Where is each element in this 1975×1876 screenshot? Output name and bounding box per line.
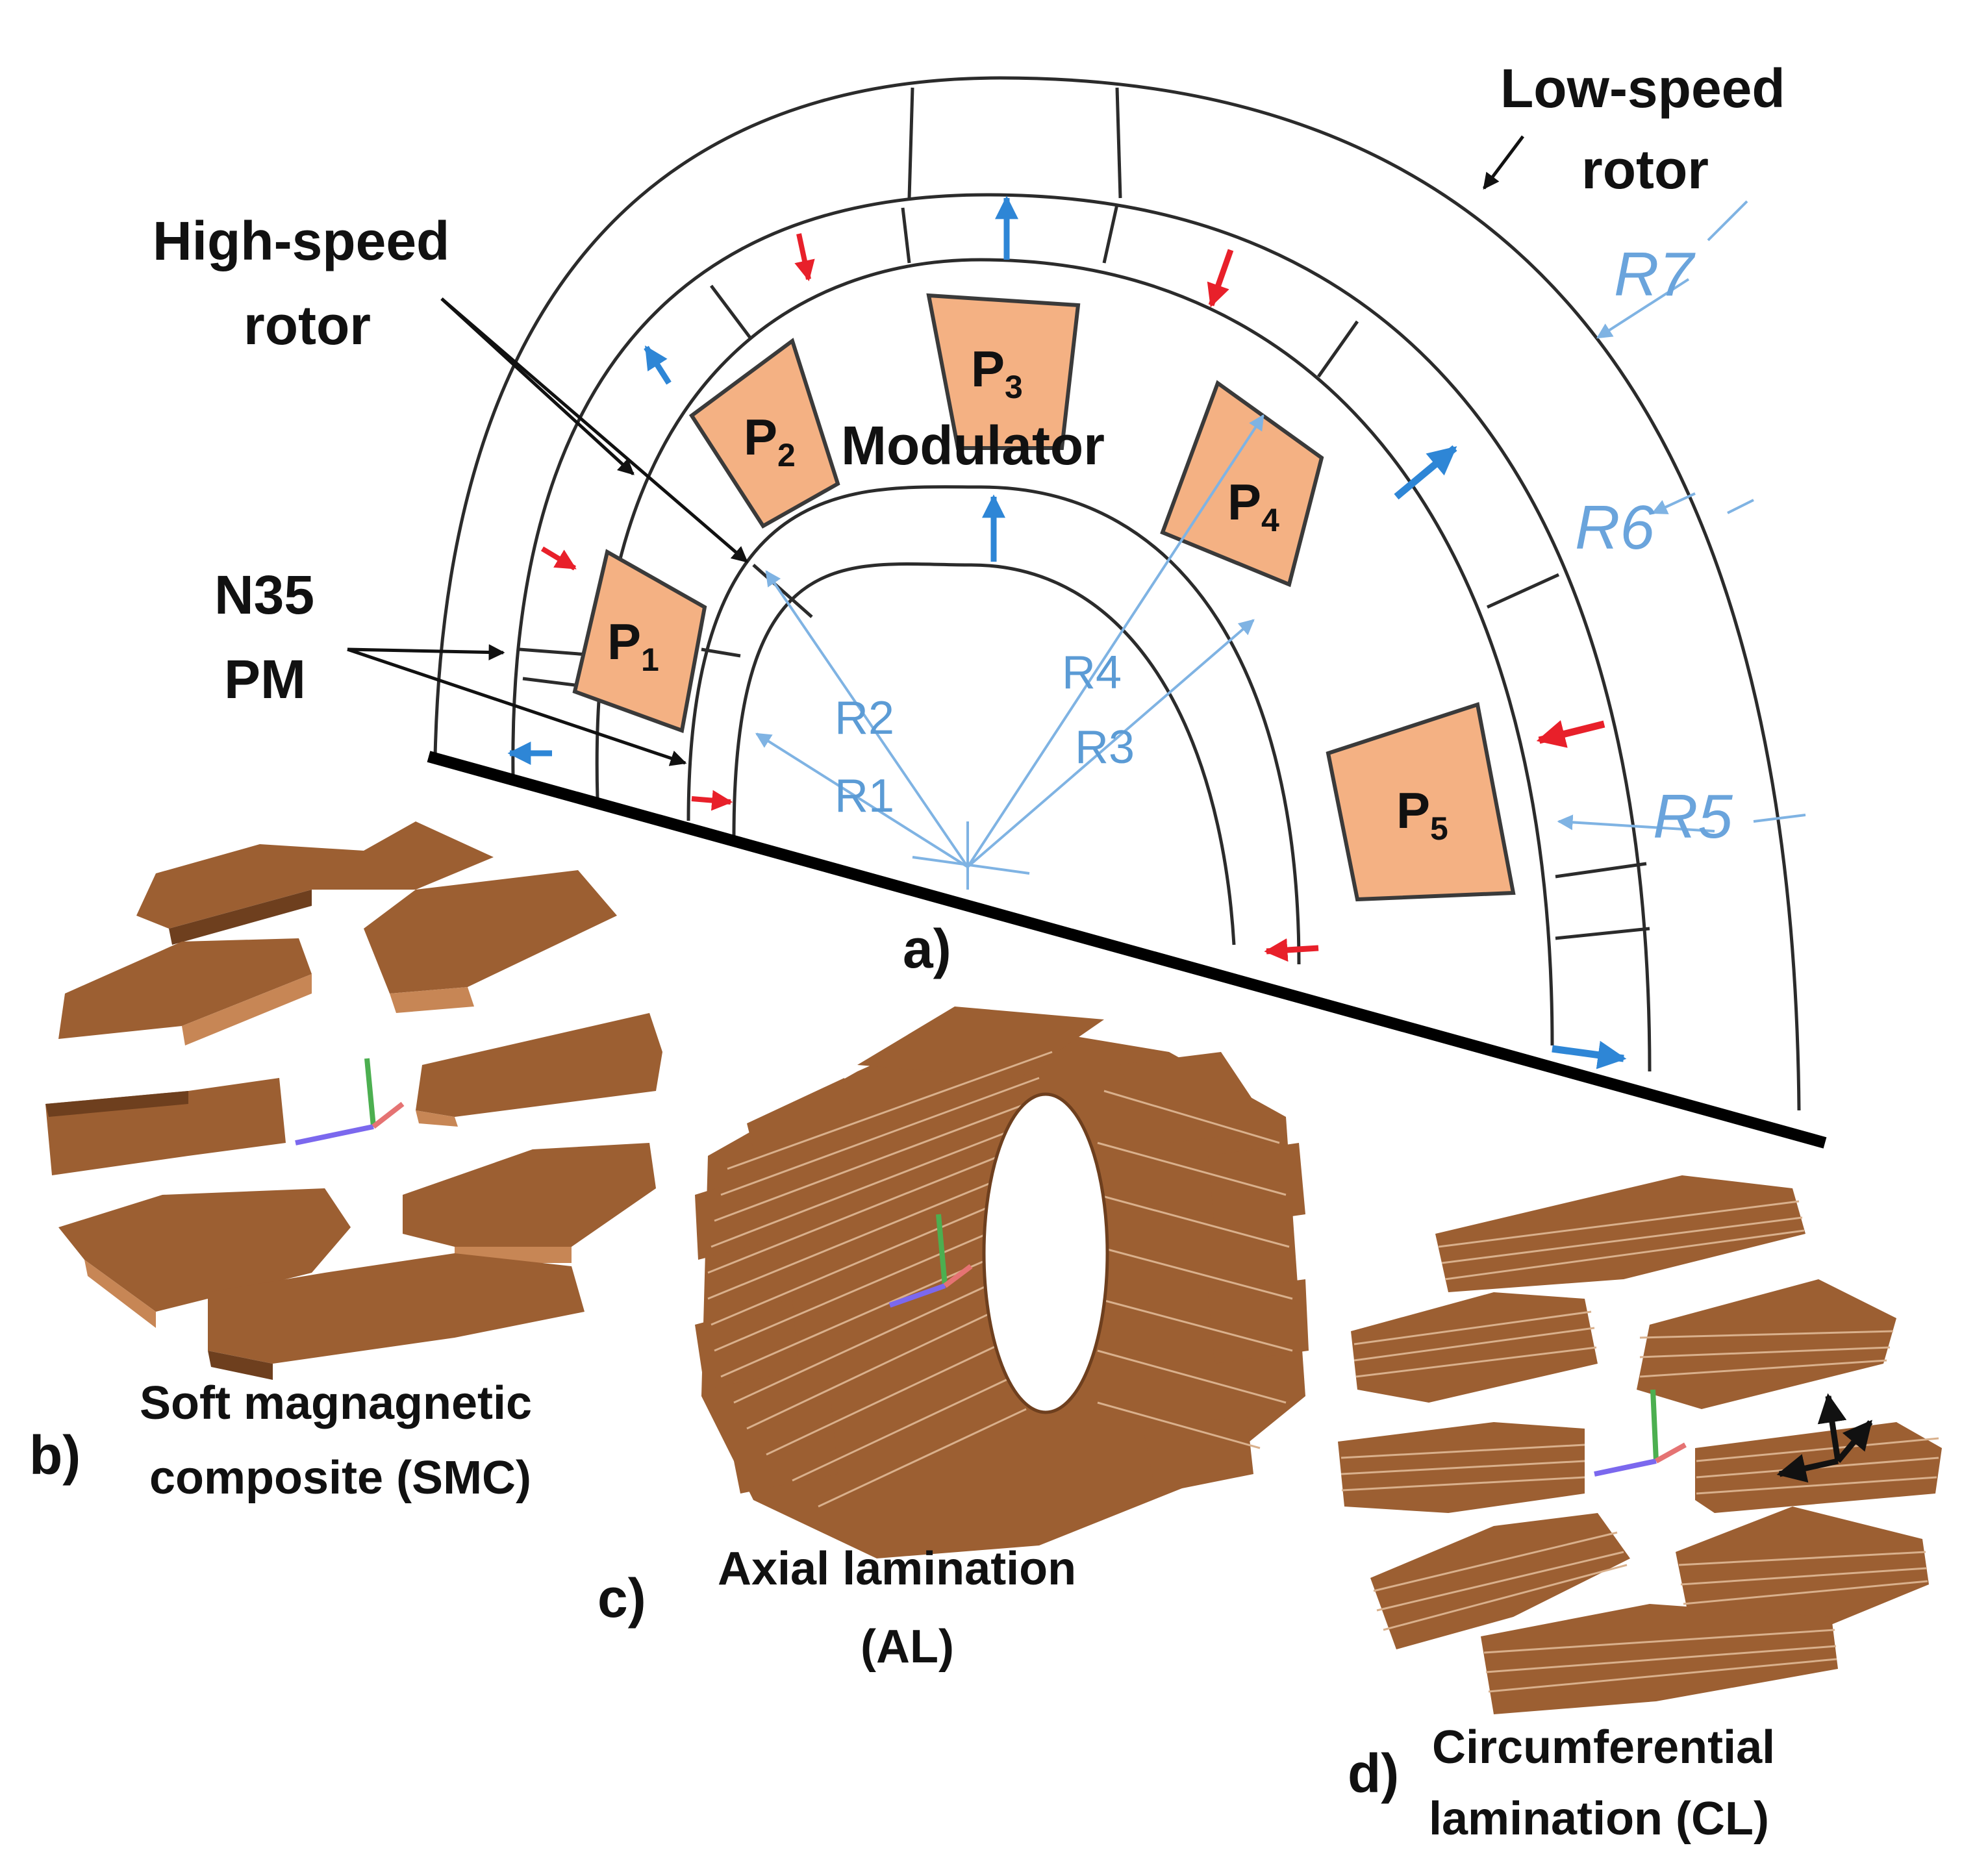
arc-r5: [595, 258, 1554, 1046]
label-r1: R1: [835, 770, 894, 822]
smc-caption-1: Soft magnagnetic: [140, 1377, 532, 1429]
label-r5: R5: [1653, 782, 1733, 851]
pole-p1: P1: [572, 549, 707, 734]
high-speed-rotor-label-2: rotor: [244, 295, 371, 356]
label-r6: R6: [1575, 493, 1655, 562]
svg-text:P4: P4: [1227, 473, 1279, 538]
label-r4: R4: [1062, 647, 1122, 699]
axis-triad-icon: [295, 1058, 405, 1145]
cl-caption-2: lamination (CL): [1429, 1793, 1769, 1845]
al-bore: [982, 1092, 1109, 1414]
pole-p3: P3: [926, 293, 1081, 450]
cl-segment: [1637, 1279, 1896, 1409]
label-r7: R7: [1614, 240, 1696, 309]
radius-leaders: [755, 200, 1806, 890]
cl-segment: [1351, 1292, 1598, 1403]
low-speed-rotor-label-2: rotor: [1581, 139, 1709, 200]
label-r2: R2: [835, 692, 894, 744]
cl-segment: [1481, 1604, 1838, 1714]
smc-segment: [208, 1253, 585, 1380]
smc-segment: [45, 1078, 286, 1175]
arc-r6: [511, 193, 1652, 1072]
svg-text:P2: P2: [744, 408, 796, 473]
magnetization-arrows: [507, 195, 1627, 1069]
n35-pm-label-1: N35: [214, 564, 314, 625]
high-speed-rotor-label-1: High-speed: [153, 210, 449, 271]
annotation-pointers: [347, 135, 1524, 766]
panel-a-label: a): [903, 918, 951, 979]
panel-d-label: d): [1348, 1743, 1399, 1804]
panel-c-label: c): [598, 1568, 646, 1629]
cl-direction-arrows-icon: [1776, 1393, 1873, 1483]
svg-text:P5: P5: [1396, 782, 1448, 847]
panel-a-half-section: P1 P2 P3 P4 P5: [153, 58, 1827, 1149]
smc-segment: [416, 1013, 662, 1127]
pole-p5: P5: [1326, 702, 1516, 902]
pole-p2: P2: [688, 338, 840, 529]
base-line: [427, 751, 1827, 1149]
smc-caption-2: composite (SMC): [149, 1452, 531, 1504]
arc-r2: [686, 485, 1301, 965]
modulator-label: Modulator: [841, 415, 1105, 476]
low-speed-rotor-label-1: Low-speed: [1500, 58, 1785, 119]
axis-triad-icon: [888, 1214, 973, 1308]
arc-r7: [433, 76, 1801, 1111]
svg-text:P3: P3: [971, 340, 1023, 405]
smc-segment: [58, 938, 312, 1045]
cl-segment: [1370, 1513, 1630, 1649]
arc-r1: [732, 562, 1236, 945]
panel-d-circumferential-lamination: d) Circumferential lamination (CL): [1338, 1175, 1942, 1845]
svg-text:P1: P1: [607, 613, 659, 678]
panel-b-label: b): [29, 1425, 81, 1486]
panel-b-smc-segments: b) Soft magnagnetic composite (SMC): [29, 821, 662, 1504]
smc-segment: [364, 870, 617, 1013]
al-caption-1: Axial lamination: [718, 1543, 1076, 1595]
cl-caption-1: Circumferential: [1432, 1721, 1775, 1773]
smc-segment: [403, 1143, 656, 1263]
pole-p4: P4: [1160, 380, 1324, 588]
panel-c-axial-lamination: c) Axial lamination (AL): [598, 1007, 1309, 1673]
al-caption-2: (AL): [861, 1621, 954, 1673]
n35-pm-label-2: PM: [224, 649, 306, 710]
cl-segment: [1338, 1422, 1585, 1513]
cl-segment: [1435, 1175, 1805, 1292]
cl-segment: [1676, 1507, 1929, 1630]
axis-triad-icon: [1594, 1389, 1687, 1477]
label-r3: R3: [1075, 721, 1135, 773]
smc-segment: [136, 821, 494, 945]
